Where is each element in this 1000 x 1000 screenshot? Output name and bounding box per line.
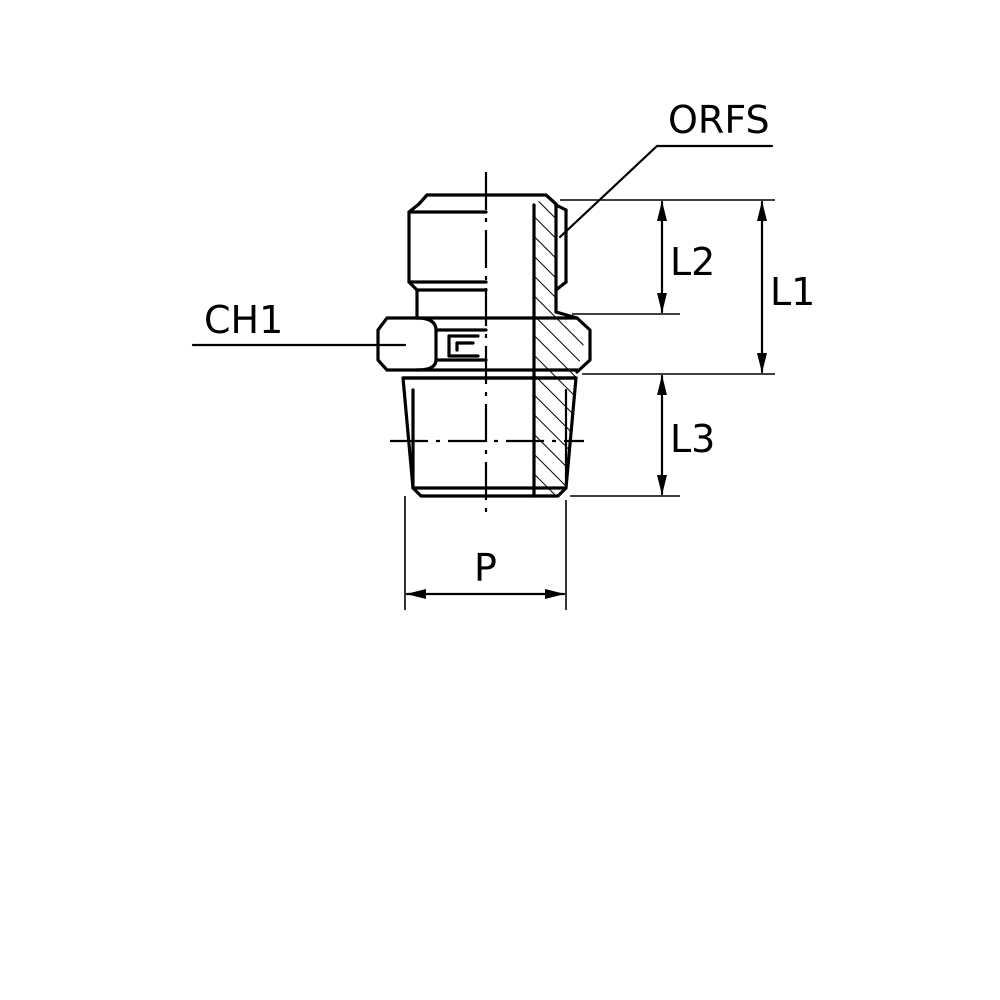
section-hatching xyxy=(534,196,587,496)
manufacturer-logo-icon xyxy=(447,334,480,358)
dimension-l3: L3 xyxy=(657,374,715,496)
l1-label: L1 xyxy=(770,270,815,314)
l3-label: L3 xyxy=(670,417,715,461)
orfs-leader: ORFS xyxy=(558,98,774,239)
dimension-p: P xyxy=(405,546,566,599)
orfs-end xyxy=(407,193,568,498)
l2-label: L2 xyxy=(670,240,715,284)
orfs-label: ORFS xyxy=(668,98,770,142)
hex-body xyxy=(376,310,592,374)
ch1-leader: CH1 xyxy=(191,298,407,347)
extension-lines xyxy=(404,199,775,610)
tapered-thread xyxy=(401,376,578,498)
dimension-l1: L1 xyxy=(757,200,815,374)
ch1-label: CH1 xyxy=(204,298,283,342)
dimension-l2: L2 xyxy=(657,200,715,314)
p-label: P xyxy=(474,546,497,590)
